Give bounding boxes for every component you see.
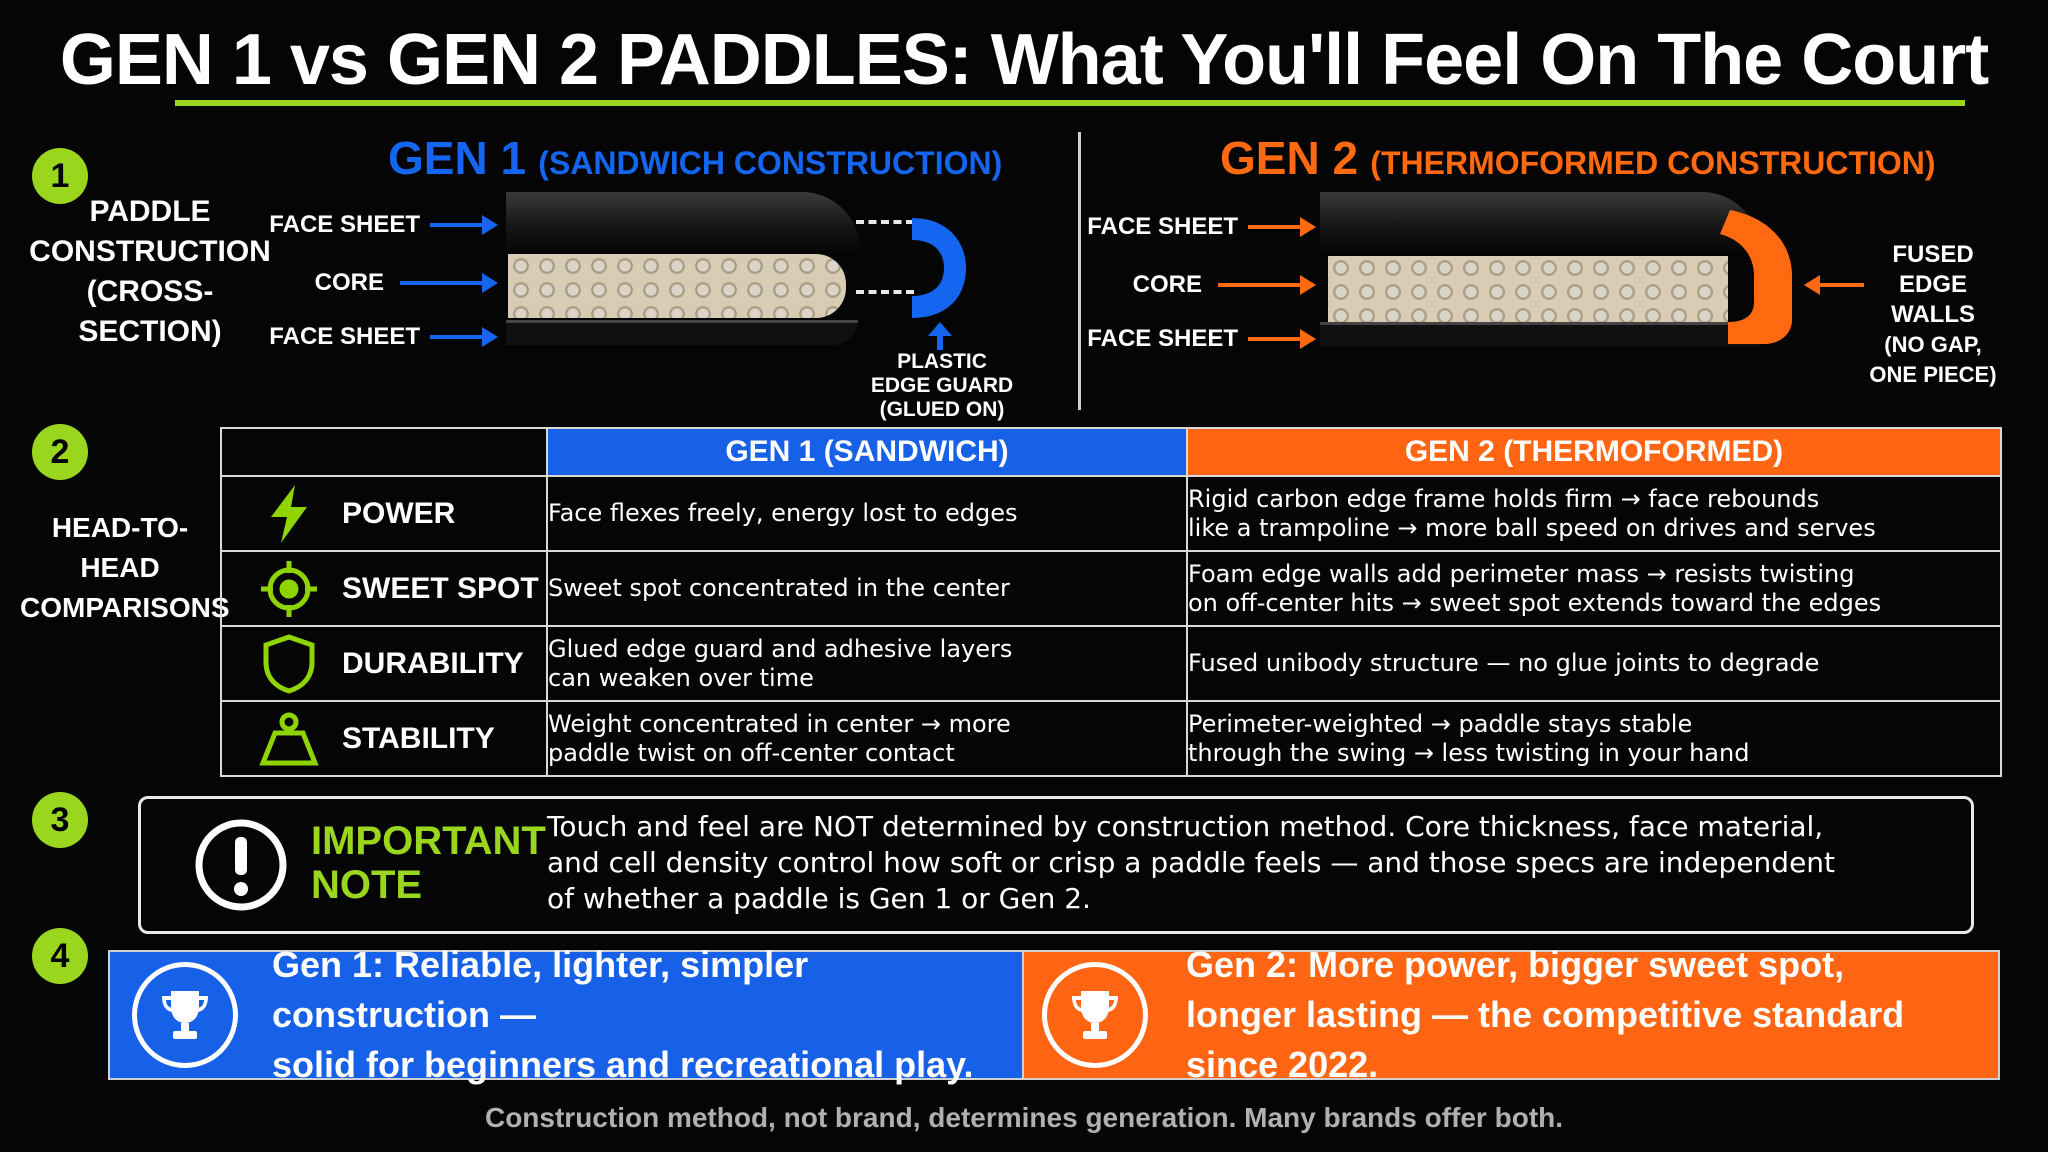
trophy-icon (132, 962, 238, 1068)
gen1-top-face-sheet (506, 192, 860, 250)
lightning-bolt-icon (256, 484, 322, 543)
step-badge-1: 1 (32, 148, 88, 204)
edge-guard-up-arrow-icon (928, 322, 952, 350)
gen1-construction-heading: GEN 1 (SANDWICH CONSTRUCTION) (388, 132, 1003, 184)
gen1-power-cell: Face flexes freely, energy lost to edges (546, 475, 1188, 552)
gen1-summary-text: Gen 1: Reliable, lighter, simpler constr… (272, 944, 974, 1085)
gen2-fused-edge-callout: FUSED EDGE WALLS (NO GAP, ONE PIECE) (1869, 241, 1997, 387)
table-header-empty (220, 427, 548, 477)
row-label-power: POWER (342, 497, 456, 530)
gen1-bottom-face-sheet (506, 320, 858, 345)
gen1-summary-bar: Gen 1: Reliable, lighter, simpler constr… (108, 944, 1024, 1085)
gen2-durability-cell: Fused unibody structure — no glue joints… (1186, 625, 2002, 702)
gen2-core-label: CORE (1132, 271, 1202, 298)
title-underline (175, 100, 1965, 106)
gen2-sweet-spot-cell: Foam edge walls add perimeter mass → res… (1186, 550, 2002, 627)
section2-label: HEAD-TO-HEAD COMPARISONS (20, 512, 230, 623)
step-badge-2: 2 (32, 424, 88, 480)
important-note-text: Touch and feel are NOT determined by con… (547, 810, 1836, 915)
gen1-sweet-spot-cell: Sweet spot concentrated in the center (546, 550, 1188, 627)
gen2-bottom-face-sheet (1320, 322, 1760, 347)
target-crosshair-icon (256, 559, 322, 619)
important-note-title: IMPORTANT NOTE (311, 819, 546, 907)
trophy-icon (1042, 962, 1148, 1068)
gen1-plastic-edge-guard (912, 218, 966, 318)
gen2-face-sheet-top-label: FACE SHEET (1087, 213, 1238, 240)
gen2-construction-heading: GEN 2 (THERMOFORMED CONSTRUCTION) (1220, 132, 1936, 184)
table-row: SWEET SPOT Sweet spot concentrated in th… (220, 550, 2002, 627)
gen2-face-sheet-bottom-arrow-icon (1248, 329, 1316, 349)
gen1-face-sheet-top-arrow-icon (430, 215, 498, 235)
step-badge-3: 3 (32, 792, 88, 848)
table-header-gen1: GEN 1 (SANDWICH) (546, 427, 1188, 477)
gen1-face-sheet-top-label: FACE SHEET (269, 211, 420, 238)
gen1-durability-cell: Glued edge guard and adhesive layers can… (546, 625, 1188, 702)
gen2-fused-edge-wall (1720, 210, 1792, 344)
gen1-honeycomb-core (508, 254, 846, 318)
comparison-table: GEN 1 (SANDWICH) GEN 2 (THERMOFORMED) PO… (220, 427, 2002, 777)
gen1-edge-guard-callout: PLASTIC EDGE GUARD (GLUED ON) (870, 350, 1014, 421)
gen2-cross-section-diagram (1320, 192, 1796, 352)
shield-icon (256, 633, 322, 694)
gen2-summary-text: Gen 2: More power, bigger sweet spot, lo… (1186, 944, 1905, 1085)
section1-divider (1078, 132, 1081, 410)
gen2-honeycomb-core (1328, 256, 1728, 322)
table-header-row: GEN 1 (SANDWICH) GEN 2 (THERMOFORMED) (220, 427, 2002, 477)
gen1-cross-section-diagram (506, 192, 860, 352)
footer-note: Construction method, not brand, determin… (484, 1102, 1564, 1133)
gen2-top-face-sheet (1320, 192, 1760, 250)
table-header-gen2: GEN 2 (THERMOFORMED) (1186, 427, 2002, 477)
gen1-core-arrow-icon (400, 273, 498, 293)
step-badge-4: 4 (32, 928, 88, 984)
gen1-gap-line-bottom (856, 290, 914, 294)
gen2-face-sheet-top-arrow-icon (1248, 217, 1316, 237)
important-note-box: IMPORTANT NOTE Touch and feel are NOT de… (138, 796, 1974, 934)
row-label-sweet-spot: SWEET SPOT (342, 572, 539, 605)
gen1-face-sheet-bottom-arrow-icon (430, 327, 498, 347)
gen1-face-sheet-bottom-label: FACE SHEET (269, 323, 420, 350)
exclamation-circle-icon (195, 819, 287, 911)
weight-icon (256, 711, 322, 767)
section1-label: PADDLE CONSTRUCTION (CROSS-SECTION) (29, 195, 271, 348)
table-row: DURABILITY Glued edge guard and adhesive… (220, 625, 2002, 702)
gen1-stability-cell: Weight concentrated in center → more pad… (546, 700, 1188, 777)
row-label-durability: DURABILITY (342, 647, 524, 680)
gen1-gap-line-top (856, 220, 914, 224)
gen2-core-arrow-icon (1218, 275, 1316, 295)
gen2-summary-bar: Gen 2: More power, bigger sweet spot, lo… (1024, 944, 2000, 1085)
table-row: STABILITY Weight concentrated in center … (220, 700, 2002, 777)
row-label-stability: STABILITY (342, 722, 495, 755)
gen2-stability-cell: Perimeter-weighted → paddle stays stable… (1186, 700, 2002, 777)
gen2-face-sheet-bottom-label: FACE SHEET (1087, 325, 1238, 352)
page-title: GEN 1 vs GEN 2 PADDLES: What You'll Feel… (59, 20, 1989, 100)
fused-edge-left-arrow-icon (1804, 275, 1864, 295)
gen2-power-cell: Rigid carbon edge frame holds firm → fac… (1186, 475, 2002, 552)
gen1-core-label: CORE (314, 269, 384, 296)
table-row: POWER Face flexes freely, energy lost to… (220, 475, 2002, 552)
